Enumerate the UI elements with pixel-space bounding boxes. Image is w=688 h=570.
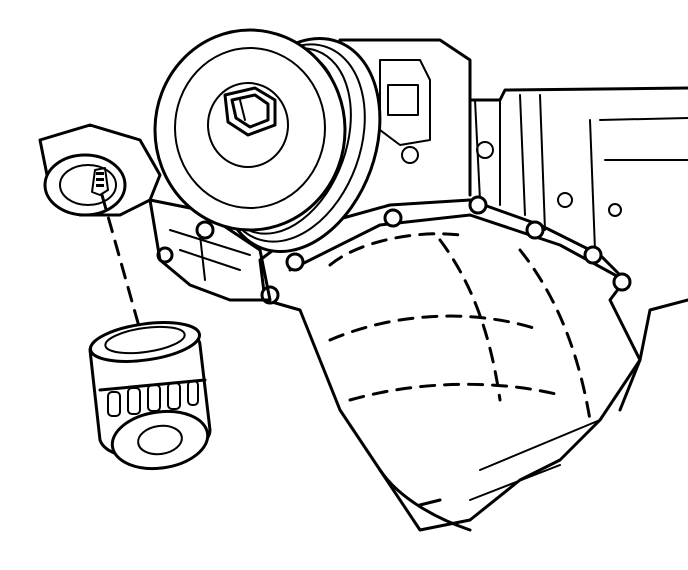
oil-filter-adapter [38, 123, 162, 217]
engine-block [338, 38, 688, 412]
crankshaft-pulley [153, 28, 382, 254]
alignment-line [100, 193, 142, 332]
pulley-bolt [223, 86, 277, 137]
oil-pan [258, 198, 642, 532]
oil-filter [88, 321, 212, 471]
pan-bolts [156, 195, 632, 305]
